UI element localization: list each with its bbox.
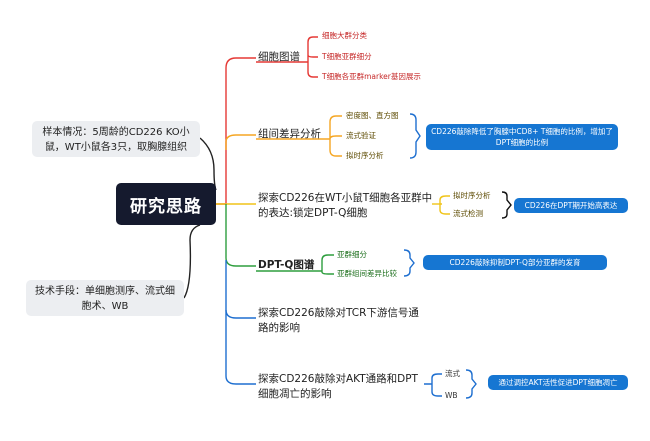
cell-atlas-child-2[interactable]: T细胞亚群细分 <box>322 52 372 61</box>
akt-child-1[interactable]: 流式 <box>445 369 460 378</box>
cell-atlas-child-3[interactable]: T细胞各亚群marker基因展示 <box>322 72 421 81</box>
connector-root-b4 <box>225 204 256 267</box>
connector-b4-children <box>312 254 334 275</box>
group-diff-child-1[interactable]: 密度图、直方图 <box>346 111 399 120</box>
branch-cd226-expression[interactable]: 探索CD226在WT小鼠T细胞各亚群中的表达:锁定DPT-Q细胞 <box>258 192 433 219</box>
root-node[interactable]: 研究思路 <box>116 183 216 225</box>
bracket-b4 <box>403 249 415 277</box>
bracket-b6 <box>465 369 477 399</box>
connector-b2-children <box>322 115 342 157</box>
branch-group-diff[interactable]: 组间差异分析 <box>258 128 321 140</box>
expression-child-1[interactable]: 拟时序分析 <box>453 191 491 200</box>
connector-root-b6 <box>225 310 256 385</box>
akt-conclusion: 通过调控AKT活性促进DPT细胞凋亡 <box>488 375 628 390</box>
group-diff-conclusion-text: CD226敲除降低了胸腺中CD8+ T细胞的比例，增加了DPT细胞的比例 <box>431 127 613 147</box>
akt-child-2[interactable]: WB <box>445 391 458 400</box>
connector-b1-children <box>300 36 318 78</box>
dptq-conclusion: CD226敲除抑制DPT-Q部分亚群的发育 <box>423 255 607 270</box>
akt-conclusion-text: 通过调控AKT活性促进DPT细胞凋亡 <box>498 378 618 387</box>
connector-b6-children <box>424 373 442 397</box>
expression-conclusion: CD226在DPT期开始高表达 <box>514 198 628 213</box>
branch-tcr-signaling[interactable]: 探索CD226敲除对TCR下游信号通路的影响 <box>258 307 419 334</box>
expression-child-2[interactable]: 流式检测 <box>453 209 483 218</box>
connector-root-b2 <box>225 134 256 150</box>
dptq-child-2[interactable]: 亚群组间差异比较 <box>337 269 397 278</box>
connector-root-b1 <box>216 57 256 205</box>
branch-akt-apoptosis[interactable]: 探索CD226敲除对AKT通路和DPT细胞凋亡的影响 <box>258 373 418 400</box>
cell-atlas-child-1[interactable]: 细胞大群分类 <box>322 31 367 40</box>
branch-cell-atlas[interactable]: 细胞图谱 <box>258 51 300 63</box>
connector-side2 <box>183 224 201 299</box>
dptq-child-1[interactable]: 亚群细分 <box>337 250 367 259</box>
dptq-conclusion-text: CD226敲除抑制DPT-Q部分亚群的发育 <box>449 258 581 267</box>
sample-info-note: 样本情况：5周龄的CD226 KO小鼠，WT小鼠各3只，取胸腺组织 <box>32 121 200 157</box>
group-diff-conclusion: CD226敲除降低了胸腺中CD8+ T细胞的比例，增加了DPT细胞的比例 <box>426 124 618 150</box>
expression-conclusion-text: CD226在DPT期开始高表达 <box>524 201 618 210</box>
technique-note: 技术手段：单细胞测序、流式细胞术、WB <box>26 280 184 316</box>
group-diff-child-2[interactable]: 流式验证 <box>346 131 376 140</box>
bracket-b3 <box>501 191 512 219</box>
technique-text: 技术手段：单细胞测序、流式细胞术、WB <box>35 286 175 312</box>
branch-dptq-atlas[interactable]: DPT-Q图谱 <box>258 259 315 271</box>
connector-b3-children <box>439 195 450 215</box>
sample-info-text: 样本情况：5周龄的CD226 KO小鼠，WT小鼠各3只，取胸腺组织 <box>42 127 190 153</box>
connector-root-b5 <box>225 260 256 319</box>
bracket-b2 <box>409 113 421 159</box>
group-diff-child-3[interactable]: 拟时序分析 <box>346 151 384 160</box>
